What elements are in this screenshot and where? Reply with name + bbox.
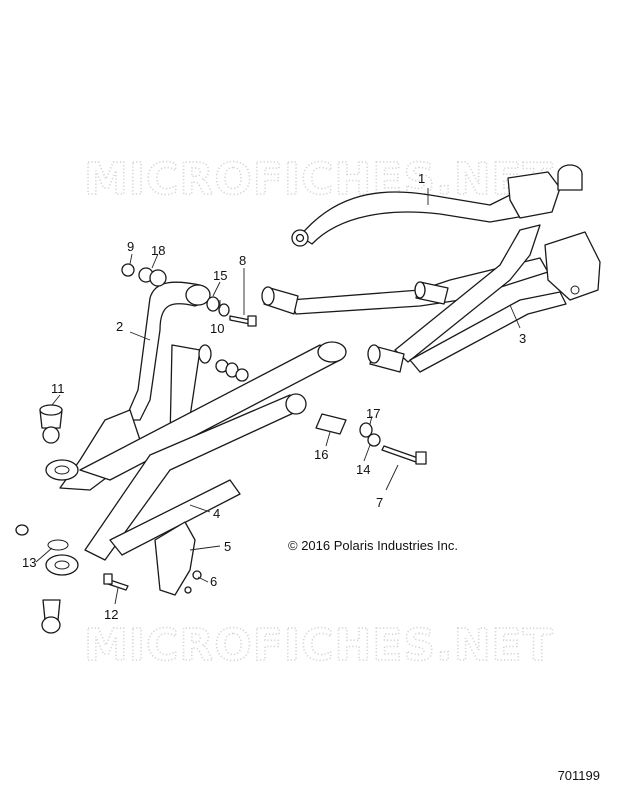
callout-6: 6 — [210, 574, 217, 589]
callout-18: 18 — [151, 243, 165, 258]
leader-lines — [35, 188, 521, 605]
lower-a-arm-rear — [261, 224, 601, 373]
callout-7: 7 — [376, 495, 383, 510]
copyright-notice: © 2016 Polaris Industries Inc. — [288, 538, 458, 553]
callout-1: 1 — [418, 171, 425, 186]
callout-9: 9 — [127, 239, 134, 254]
callout-5: 5 — [224, 539, 231, 554]
callout-16: 16 — [314, 447, 328, 462]
callout-11: 11 — [51, 381, 65, 396]
skid-plate — [154, 521, 196, 596]
callout-17: 17 — [366, 406, 380, 421]
lower-a-arm-front — [45, 341, 347, 576]
watermark-bottom: MICROFICHES.NET — [84, 620, 554, 671]
hardware — [15, 263, 427, 634]
callout-10: 10 — [210, 321, 224, 336]
callout-12: 12 — [104, 607, 118, 622]
callout-8: 8 — [239, 253, 246, 268]
callout-3: 3 — [519, 331, 526, 346]
callout-2: 2 — [116, 319, 123, 334]
callout-4: 4 — [213, 506, 220, 521]
watermark-top: MICROFICHES.NET — [84, 154, 554, 205]
upper-a-arm-rear — [291, 164, 583, 247]
callout-14: 14 — [356, 462, 370, 477]
callout-13: 13 — [22, 555, 36, 570]
figure-number: 701199 — [557, 768, 600, 783]
callout-15: 15 — [213, 268, 227, 283]
